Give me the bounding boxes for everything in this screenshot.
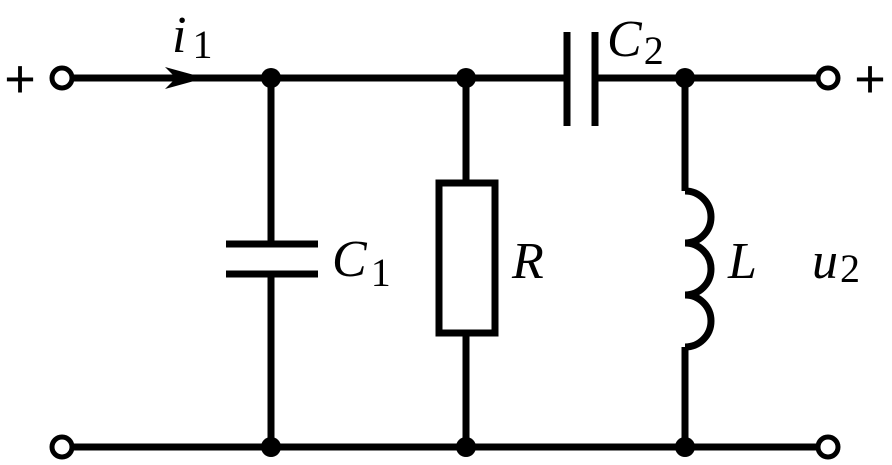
inductor-label: L [727, 233, 757, 290]
junction-dot [675, 68, 695, 88]
input-polarity-sign: + [4, 49, 36, 109]
resistor-label: R [511, 233, 544, 290]
junction-dot [261, 437, 281, 457]
output-polarity-sign: + [854, 49, 886, 109]
output-voltage-label: u2 [812, 233, 860, 291]
resistor-r [435, 78, 499, 447]
inductor-l [681, 78, 715, 447]
output-terminal-top [815, 65, 841, 91]
c2-label: C2 [607, 11, 664, 73]
junction-dot [261, 68, 281, 88]
output-terminal-bottom [815, 434, 841, 460]
junction-dot [675, 437, 695, 457]
resistor-body [435, 179, 499, 337]
input-terminal-top [49, 65, 75, 91]
capacitor-c2 [563, 32, 599, 126]
junction-dot [456, 437, 476, 457]
capacitor-c1 [226, 78, 318, 447]
inductor-coil [684, 187, 715, 351]
junction-dot [456, 68, 476, 88]
current-arrow-icon [165, 67, 205, 89]
input-terminal-bottom [49, 434, 75, 460]
